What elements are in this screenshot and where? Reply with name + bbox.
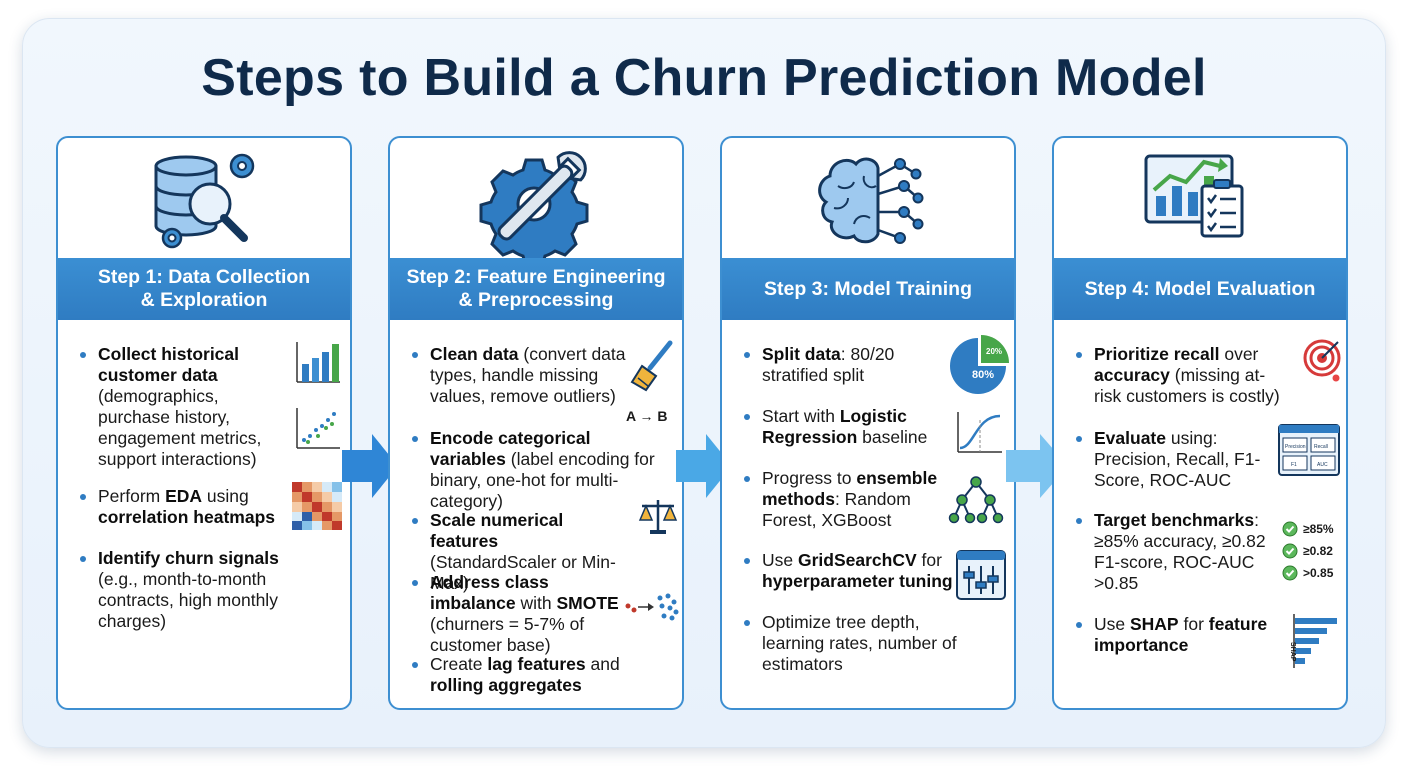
decision-tree-icon bbox=[948, 476, 1004, 524]
list-item: Scale numerical features (StandardScaler… bbox=[412, 510, 626, 594]
broom-icon bbox=[630, 340, 673, 392]
bullet-icon bbox=[80, 352, 86, 358]
bullet-icon bbox=[80, 494, 86, 500]
metric-cell: AUC bbox=[1317, 462, 1328, 468]
step-4-card: Step 4: Model Evaluation Prioritize reca… bbox=[1052, 136, 1348, 710]
bullet-icon bbox=[1076, 622, 1082, 628]
target-icon bbox=[1303, 339, 1341, 382]
list-item: Address class imbalance with SMOTE (chur… bbox=[412, 572, 626, 656]
brain-network-icon bbox=[818, 157, 924, 244]
bullet-icon bbox=[412, 352, 418, 358]
bullet-icon bbox=[412, 518, 418, 524]
heatmap-icon bbox=[292, 482, 342, 530]
check-label: >0.85 bbox=[1303, 566, 1334, 580]
bullet-icon bbox=[412, 580, 418, 586]
sigmoid-curve-icon bbox=[957, 412, 1002, 453]
check-circle-icon bbox=[1282, 565, 1298, 581]
list-item: Perform EDA using correlation heatmaps bbox=[80, 486, 294, 528]
page-title: Steps to Build a Churn Prediction Model bbox=[201, 49, 1207, 107]
list-item: Use SHAP for feature importance bbox=[1076, 614, 1290, 656]
step-2-icon-area bbox=[390, 138, 682, 258]
step-3-heading: Step 3: Model Training bbox=[722, 258, 1014, 320]
step-1-heading-line1: Step 1: Data Collection bbox=[97, 266, 311, 288]
bullet-icon bbox=[1076, 436, 1082, 442]
bullet-icon bbox=[1076, 518, 1082, 524]
step-3-card: Step 3: Model Training Split data: 80/20… bbox=[720, 136, 1016, 710]
list-item: Identify churn signals (e.g., month-to-m… bbox=[80, 548, 294, 632]
list-item: Create lag features and rolling aggregat… bbox=[412, 654, 626, 696]
list-item: Encode categorical variables (label enco… bbox=[412, 428, 662, 512]
shap-bars-icon: SHAP bbox=[1289, 614, 1337, 668]
bullet-icon bbox=[744, 558, 750, 564]
check-row: ≥85% bbox=[1282, 518, 1346, 540]
step-2-heading: Step 2: Feature Engineering& Preprocessi… bbox=[390, 258, 682, 320]
step-2-heading-line2: & Preprocessing bbox=[458, 289, 614, 311]
bullet-icon bbox=[1076, 352, 1082, 358]
scatter-plot-icon bbox=[296, 408, 340, 449]
list-item: Start with Logistic Regression baseline bbox=[744, 406, 958, 448]
step-2-heading-line1: Step 2: Feature Engineering bbox=[406, 266, 666, 288]
step-1-heading: Step 1: Data Collection& Exploration bbox=[58, 258, 350, 320]
list-item: Evaluate using: Precision, Recall, F1-Sc… bbox=[1076, 428, 1290, 491]
list-item: Target benchmarks: ≥85% accuracy, ≥0.82 … bbox=[1076, 510, 1290, 594]
benchmark-checks: ≥85% ≥0.82 >0.85 bbox=[1282, 518, 1346, 584]
list-item: Prioritize recall over accuracy (missing… bbox=[1076, 344, 1290, 407]
step-3-icon-area bbox=[722, 138, 1014, 258]
step-4-heading-line1: Step 4: Model Evaluation bbox=[1084, 277, 1316, 300]
step-1-card: Step 1: Data Collection& Exploration Col… bbox=[56, 136, 352, 710]
pie-chart-icon: 80% 20% bbox=[950, 335, 1009, 394]
bullet-icon bbox=[744, 414, 750, 420]
bullet-icon bbox=[744, 620, 750, 626]
list-item: Optimize tree depth, learning rates, num… bbox=[744, 612, 958, 675]
step-2-list: Clean data (convert data types, handle m… bbox=[390, 332, 682, 708]
list-item: Progress to ensemble methods: Random For… bbox=[744, 468, 958, 531]
check-label: ≥0.82 bbox=[1303, 544, 1333, 558]
step-4-icon-area bbox=[1054, 138, 1346, 258]
list-item: Clean data (convert data types, handle m… bbox=[412, 344, 626, 407]
evaluation-chart-icon bbox=[1144, 154, 1244, 238]
step-3-heading-line1: Step 3: Model Training bbox=[763, 277, 973, 300]
flow-arrow-icon bbox=[676, 434, 732, 498]
gear-wrench-icon bbox=[479, 151, 589, 258]
list-item: Split data: 80/20 stratified split bbox=[744, 344, 958, 386]
step-2-card: Step 2: Feature Engineering& Preprocessi… bbox=[388, 136, 684, 710]
flow-arrow-icon bbox=[342, 434, 398, 498]
metrics-table-icon: Precision Recall F1 AUC bbox=[1278, 424, 1340, 476]
step-3-list: Split data: 80/20 stratified split Start… bbox=[722, 332, 1014, 708]
shap-label: SHAP bbox=[1289, 642, 1296, 662]
metric-cell: Precision bbox=[1285, 444, 1306, 450]
bullet-icon bbox=[80, 556, 86, 562]
bullet-icon bbox=[744, 352, 750, 358]
check-circle-icon bbox=[1282, 543, 1298, 559]
metric-cell: Recall bbox=[1314, 444, 1328, 450]
metric-cell: F1 bbox=[1291, 462, 1297, 468]
tuning-sliders-icon bbox=[956, 550, 1006, 600]
step-1-heading-line2: & Exploration bbox=[140, 289, 268, 311]
bullet-icon bbox=[744, 476, 750, 482]
encode-label: A → B bbox=[626, 408, 668, 424]
smote-points-icon bbox=[625, 593, 679, 621]
step-4-list: Prioritize recall over accuracy (missing… bbox=[1054, 332, 1346, 708]
bullet-icon bbox=[412, 436, 418, 442]
list-item: Collect historical customer data (demogr… bbox=[80, 344, 294, 470]
list-item: Use GridSearchCV for hyperparameter tuni… bbox=[744, 550, 958, 592]
step-1-list: Collect historical customer data (demogr… bbox=[58, 332, 350, 708]
step-1-icon-area bbox=[58, 138, 350, 258]
check-row: >0.85 bbox=[1282, 562, 1346, 584]
check-label: ≥85% bbox=[1303, 522, 1334, 536]
step-4-heading: Step 4: Model Evaluation bbox=[1054, 258, 1346, 320]
check-circle-icon bbox=[1282, 521, 1298, 537]
bullet-icon bbox=[412, 662, 418, 668]
bar-chart-icon bbox=[296, 342, 340, 383]
check-row: ≥0.82 bbox=[1282, 540, 1346, 562]
pie-big-label: 80% bbox=[972, 369, 994, 381]
pie-small-label: 20% bbox=[986, 347, 1002, 356]
database-search-icon bbox=[154, 153, 255, 249]
balance-scale-icon bbox=[638, 500, 678, 534]
